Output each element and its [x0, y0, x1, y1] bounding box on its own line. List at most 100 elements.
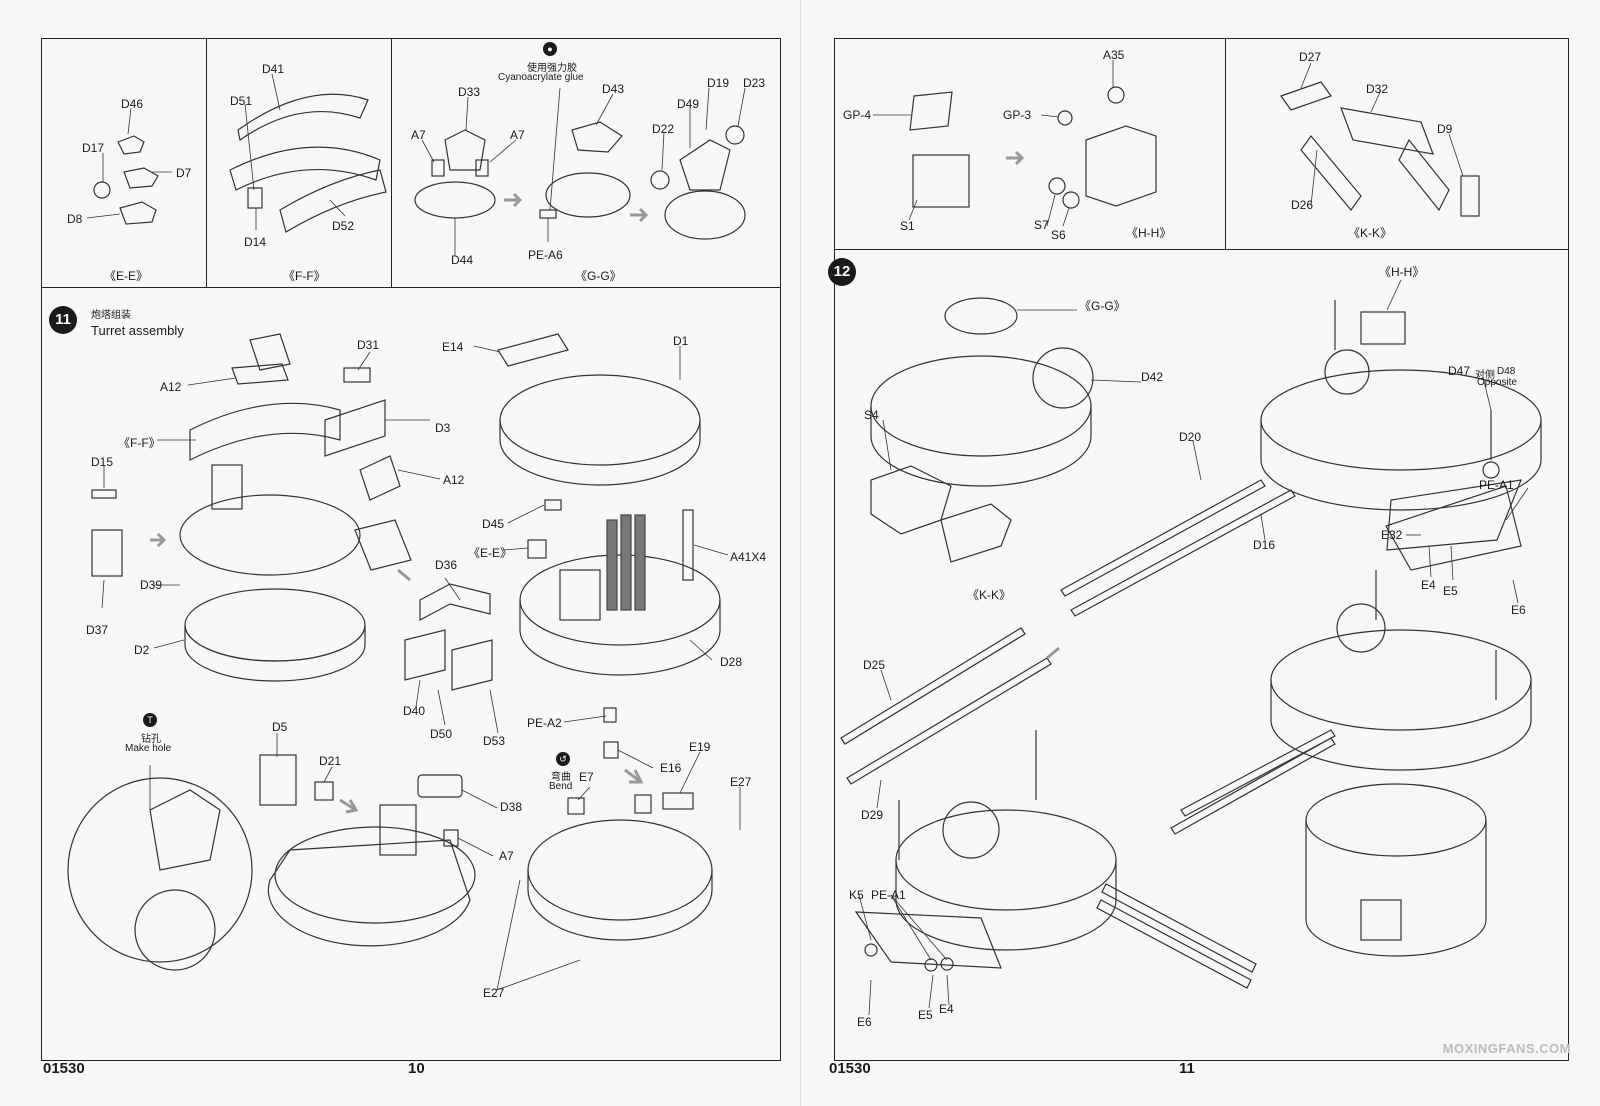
- right-illustrations: [840, 60, 1542, 1016]
- glue-note-en: Cyanoacrylate glue: [498, 72, 584, 83]
- part-label: D14: [244, 235, 267, 249]
- section-label-kk: 《K-K》: [1348, 226, 1393, 240]
- step11-box: [41, 287, 781, 1061]
- ref-ee: 《E-E》: [468, 546, 513, 560]
- part-label: D38: [500, 800, 523, 814]
- part-label: D53: [483, 734, 506, 748]
- part-label: D51: [230, 94, 253, 108]
- part-label: D50: [430, 727, 453, 741]
- step12-box: [834, 249, 1569, 1061]
- part-label: D15: [91, 455, 114, 469]
- part-label: A7: [499, 849, 514, 863]
- part-label: E5: [918, 1008, 933, 1022]
- d47-note: D48: [1497, 366, 1516, 377]
- part-label: A7: [411, 128, 426, 142]
- part-label: D36: [435, 558, 458, 572]
- part-label: E5: [1443, 584, 1458, 598]
- part-label: D44: [451, 253, 474, 267]
- part-label: PE-A1: [871, 888, 906, 902]
- part-label: D8: [67, 212, 83, 226]
- part-label: E6: [1511, 603, 1526, 617]
- part-label: D46: [121, 97, 144, 111]
- part-label: E14: [442, 340, 464, 354]
- part-label: D16: [1253, 538, 1276, 552]
- part-label: E32: [1381, 528, 1403, 542]
- part-label: E19: [689, 740, 711, 754]
- part-label: PE-A6: [528, 248, 563, 262]
- part-label: D28: [720, 655, 743, 669]
- part-label: D52: [332, 219, 355, 233]
- part-label: S6: [1051, 228, 1066, 242]
- part-label: S7: [1034, 218, 1049, 232]
- part-label: D42: [1141, 370, 1164, 384]
- left-illustrations: [67, 73, 746, 991]
- part-label: D20: [1179, 430, 1202, 444]
- part-label: E7: [579, 770, 594, 784]
- part-label: D31: [357, 338, 380, 352]
- part-label: GP-4: [843, 108, 872, 122]
- step-title-cn: 炮塔组装: [91, 310, 131, 321]
- part-label: D2: [134, 643, 150, 657]
- part-label-d47: D47: [1448, 364, 1471, 378]
- part-label: D39: [140, 578, 163, 592]
- part-label: D22: [652, 122, 675, 136]
- left-page: D46 D17 D7 D8 《E-E》 D41 D51 D14 D52 《F-F…: [41, 38, 781, 1077]
- part-label: D33: [458, 85, 481, 99]
- glue-icon: ●: [543, 42, 557, 56]
- step-number-12: 12: [828, 258, 856, 286]
- part-label: D41: [262, 62, 285, 76]
- bend-icon: ↺: [556, 752, 570, 766]
- part-label: D26: [1291, 198, 1314, 212]
- part-label: E4: [939, 1002, 954, 1016]
- part-label: D29: [861, 808, 884, 822]
- ref-hh: 《H-H》: [1379, 265, 1425, 279]
- part-label: PE-A1: [1479, 478, 1514, 492]
- part-label: K5: [849, 888, 864, 902]
- section-label-ee: 《E-E》: [104, 269, 149, 283]
- drill-icon: T: [143, 713, 157, 727]
- ref-kk: 《K-K》: [967, 588, 1012, 602]
- part-label: D40: [403, 704, 426, 718]
- part-label: D21: [319, 754, 342, 768]
- part-label: D43: [602, 82, 625, 96]
- part-label: D25: [863, 658, 886, 672]
- part-label: D3: [435, 421, 451, 435]
- part-label: S4: [864, 408, 879, 422]
- part-label: D17: [82, 141, 105, 155]
- ref-gg: 《G-G》: [1079, 299, 1126, 313]
- part-label: D1: [673, 334, 689, 348]
- make-hole-cn: 钻孔: [141, 734, 161, 745]
- d47-note-en: Opposite: [1477, 377, 1518, 388]
- part-label: GP-3: [1003, 108, 1032, 122]
- part-label: A41X4: [730, 550, 767, 564]
- part-label: D45: [482, 517, 505, 531]
- part-label: PE-A2: [527, 716, 562, 730]
- section-label-hh: 《H-H》: [1126, 226, 1172, 240]
- part-label: A12: [443, 473, 465, 487]
- part-label: S1: [900, 219, 915, 233]
- part-label: A35: [1103, 48, 1125, 62]
- part-label: A12: [160, 380, 182, 394]
- bend-note-cn: 弯曲: [551, 772, 571, 783]
- section-label-ff: 《F-F》: [283, 269, 326, 283]
- part-label: A7: [510, 128, 525, 142]
- part-label: D49: [677, 97, 700, 111]
- page-number: 11: [1179, 1060, 1195, 1077]
- part-label: D27: [1299, 50, 1322, 64]
- part-label: D19: [707, 76, 730, 90]
- make-hole-en: Make hole: [125, 743, 172, 754]
- right-page: A35 GP-4 GP-3 S1 S7 S6 《H-H》 D27 D32 D9 …: [800, 0, 1600, 1106]
- part-label: D9: [1437, 122, 1453, 136]
- part-label: E4: [1421, 578, 1436, 592]
- d47-note-cn: 对侧: [1475, 370, 1495, 381]
- part-label: E27: [483, 986, 505, 1000]
- part-label: D5: [272, 720, 288, 734]
- section-label-gg: 《G-G》: [575, 269, 622, 283]
- part-label: D7: [176, 166, 192, 180]
- part-label: E6: [857, 1015, 872, 1029]
- part-label: E27: [730, 775, 752, 789]
- doc-code: 01530: [43, 1060, 85, 1077]
- glue-note-cn: 使用强力胶: [527, 63, 577, 74]
- page-number: 10: [408, 1060, 425, 1077]
- part-label: E16: [660, 761, 682, 775]
